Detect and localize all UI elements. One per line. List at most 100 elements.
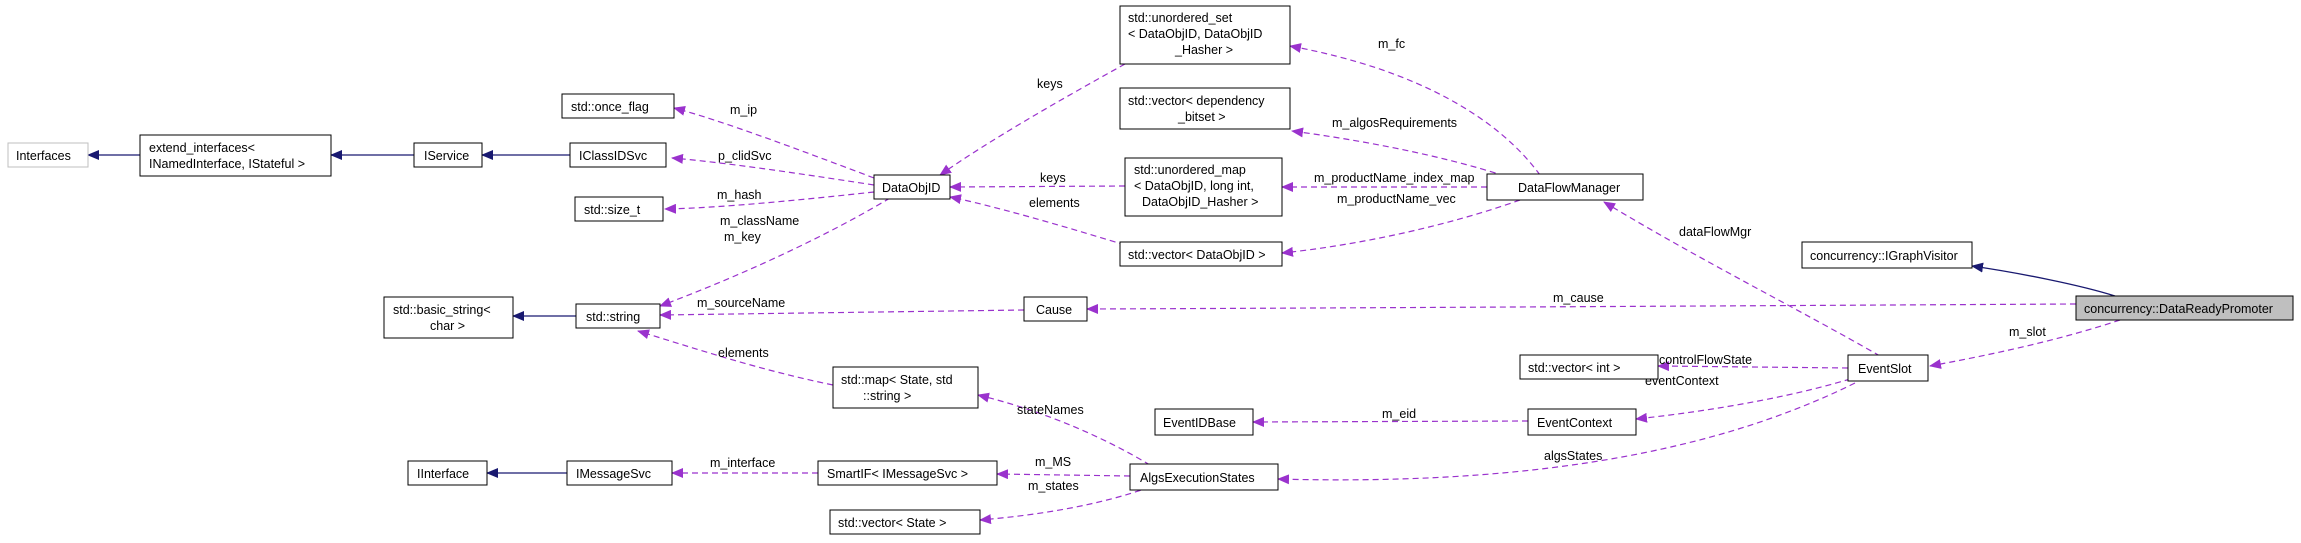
node-once-flag[interactable]: std::once_flag xyxy=(561,93,675,119)
edge-unordered-map-to-dataobjid xyxy=(949,181,1126,192)
label-m-states: m_states xyxy=(1028,479,1079,493)
node-once-flag-label: std::once_flag xyxy=(571,100,649,114)
label-m-classname: m_className xyxy=(720,214,799,228)
node-map-state-label-line-1: std::map< State, std xyxy=(841,373,953,387)
node-interfaces-label: Interfaces xyxy=(16,149,71,163)
node-eventslot-label: EventSlot xyxy=(1858,362,1912,376)
label-m-slot: m_slot xyxy=(2009,325,2046,339)
edge-dataobjid-to-string xyxy=(659,197,891,307)
label-p-clidsvc: p_clidSvc xyxy=(718,149,772,163)
label-m-productname-vec: m_productName_vec xyxy=(1337,192,1456,206)
node-dataobjid[interactable]: DataObjID xyxy=(873,174,951,200)
node-unordered-set-label-line-3: _Hasher > xyxy=(1174,43,1233,57)
node-vector-dataobjid[interactable]: std::vector< DataObjID > xyxy=(1119,241,1283,267)
label-m-hash: m_hash xyxy=(717,188,762,202)
node-iclassidsvc[interactable]: IClassIDSvc xyxy=(569,142,667,168)
edge-unordered-set-to-dataobjid xyxy=(939,63,1126,176)
edge-promoter-to-eventslot xyxy=(1929,319,2121,369)
edge-eventslot-to-dataflowmanager xyxy=(1603,201,1881,357)
node-unordered-map[interactable]: std::unordered_map < DataObjID, long int… xyxy=(1124,157,1283,217)
node-eventcontext[interactable]: EventContext xyxy=(1527,408,1637,436)
node-iinterface[interactable]: IInterface xyxy=(407,460,488,486)
node-size-t[interactable]: std::size_t xyxy=(574,196,664,222)
node-vector-int[interactable]: std::vector< int > xyxy=(1519,354,1659,380)
node-vector-dependency-label-line-2: _bitset > xyxy=(1177,110,1226,124)
label-m-productname-index-map: m_productName_index_map xyxy=(1314,171,1475,185)
edge-algsexec-to-map-state xyxy=(977,392,1151,466)
edge-eventcontext-to-eventidbase xyxy=(1252,416,1529,427)
edge-eventslot-to-eventcontext xyxy=(1635,375,1861,423)
node-string[interactable]: std::string xyxy=(575,303,661,329)
edge-dataflowmanager-to-vector-dependency xyxy=(1291,127,1506,177)
label-m-algos-requirements: m_algosRequirements xyxy=(1332,116,1457,130)
label-keys-top: keys xyxy=(1037,77,1063,91)
node-string-label: std::string xyxy=(586,310,640,324)
node-size-t-label: std::size_t xyxy=(584,203,641,217)
node-vector-int-label: std::vector< int > xyxy=(1528,361,1620,375)
node-iinterface-label: IInterface xyxy=(417,467,469,481)
node-unordered-map-label-line-1: std::unordered_map xyxy=(1134,163,1246,177)
label-keys-mid: keys xyxy=(1040,171,1066,185)
node-eventidbase[interactable]: EventIDBase xyxy=(1154,408,1254,436)
node-cause-label: Cause xyxy=(1036,303,1072,317)
node-eventslot[interactable]: EventSlot xyxy=(1847,354,1929,382)
edge-vector-dataobjid-to-dataobjid xyxy=(949,194,1126,246)
node-vector-dependency[interactable]: std::vector< dependency _bitset > xyxy=(1119,87,1291,130)
edge-iclassidsvc-to-dataobjid xyxy=(671,153,875,186)
node-smartif-label: SmartIF< IMessageSvc > xyxy=(827,467,968,481)
node-igraphvisitor[interactable]: concurrency::IGraphVisitor xyxy=(1801,241,1973,269)
label-m-ms: m_MS xyxy=(1035,455,1071,469)
edge-promoter-to-igraphvisitor xyxy=(1971,262,2116,297)
label-m-cause: m_cause xyxy=(1553,291,1604,305)
edge-labels: m_fc keys m_ip m_algosRequirements p_cli… xyxy=(697,37,2046,493)
node-basic-string[interactable]: std::basic_string< char > xyxy=(383,296,514,339)
edge-eventslot-to-vector-int xyxy=(1657,361,1849,372)
node-extend-interfaces-label-line-2: INamedInterface, IStateful > xyxy=(149,157,305,171)
label-m-sourcename: m_sourceName xyxy=(697,296,785,310)
node-iclassidsvc-label: IClassIDSvc xyxy=(579,149,647,163)
node-map-state[interactable]: std::map< State, std ::string > xyxy=(832,366,979,409)
edge-dataflowmanager-to-vector-dataobjid xyxy=(1281,199,1521,257)
node-imessagesvc[interactable]: IMessageSvc xyxy=(566,460,673,486)
node-dataflowmanager-label: DataFlowManager xyxy=(1518,181,1620,195)
node-iservice-label: IService xyxy=(424,149,469,163)
node-algsexecutionstates-label: AlgsExecutionStates xyxy=(1140,471,1255,485)
label-m-fc: m_fc xyxy=(1378,37,1405,51)
label-algsstates: algsStates xyxy=(1544,449,1602,463)
label-elements-bottom: elements xyxy=(718,346,769,360)
label-dataflowmgr: dataFlowMgr xyxy=(1679,225,1751,239)
label-m-eid: m_eid xyxy=(1382,407,1416,421)
node-vector-dataobjid-label: std::vector< DataObjID > xyxy=(1128,248,1266,262)
node-interfaces[interactable]: Interfaces xyxy=(7,142,89,168)
node-vector-state[interactable]: std::vector< State > xyxy=(829,509,981,535)
node-vector-dependency-label-line-1: std::vector< dependency xyxy=(1128,94,1265,108)
edge-once-flag-to-dataobjid xyxy=(673,105,875,179)
node-basic-string-label-line-1: std::basic_string< xyxy=(393,303,491,317)
edge-promoter-to-cause xyxy=(1086,303,2077,314)
node-datareadypromoter[interactable]: concurrency::DataReadyPromoter xyxy=(2075,295,2294,321)
node-extend-interfaces-label-line-1: extend_interfaces< xyxy=(149,141,255,155)
label-m-interface: m_interface xyxy=(710,456,775,470)
node-basic-string-label-line-2: char > xyxy=(430,319,465,333)
node-cause[interactable]: Cause xyxy=(1023,296,1088,322)
edges xyxy=(87,43,2121,525)
node-unordered-set-label-line-1: std::unordered_set xyxy=(1128,11,1233,25)
label-controlflowstate: controlFlowState xyxy=(1659,353,1752,367)
node-vector-state-label: std::vector< State > xyxy=(838,516,946,530)
edge-size-t-to-dataobjid xyxy=(664,191,875,214)
edge-algsexec-to-smartif xyxy=(996,469,1131,480)
node-unordered-set[interactable]: std::unordered_set < DataObjID, DataObjI… xyxy=(1119,5,1291,65)
node-unordered-map-label-line-3: DataObjID_Hasher > xyxy=(1142,195,1258,209)
node-unordered-map-label-line-2: < DataObjID, long int, xyxy=(1134,179,1254,193)
node-algsexecutionstates[interactable]: AlgsExecutionStates xyxy=(1129,463,1279,491)
node-iservice[interactable]: IService xyxy=(413,142,483,168)
node-extend-interfaces[interactable]: extend_interfaces< INamedInterface, ISta… xyxy=(139,134,332,177)
label-elements-top: elements xyxy=(1029,196,1080,210)
node-imessagesvc-label: IMessageSvc xyxy=(576,467,651,481)
node-smartif[interactable]: SmartIF< IMessageSvc > xyxy=(817,460,998,486)
label-m-key: m_key xyxy=(724,230,762,244)
edge-algsexec-to-vector-state xyxy=(979,486,1151,525)
node-eventidbase-label: EventIDBase xyxy=(1163,416,1236,430)
node-dataflowmanager[interactable]: DataFlowManager xyxy=(1486,173,1644,201)
